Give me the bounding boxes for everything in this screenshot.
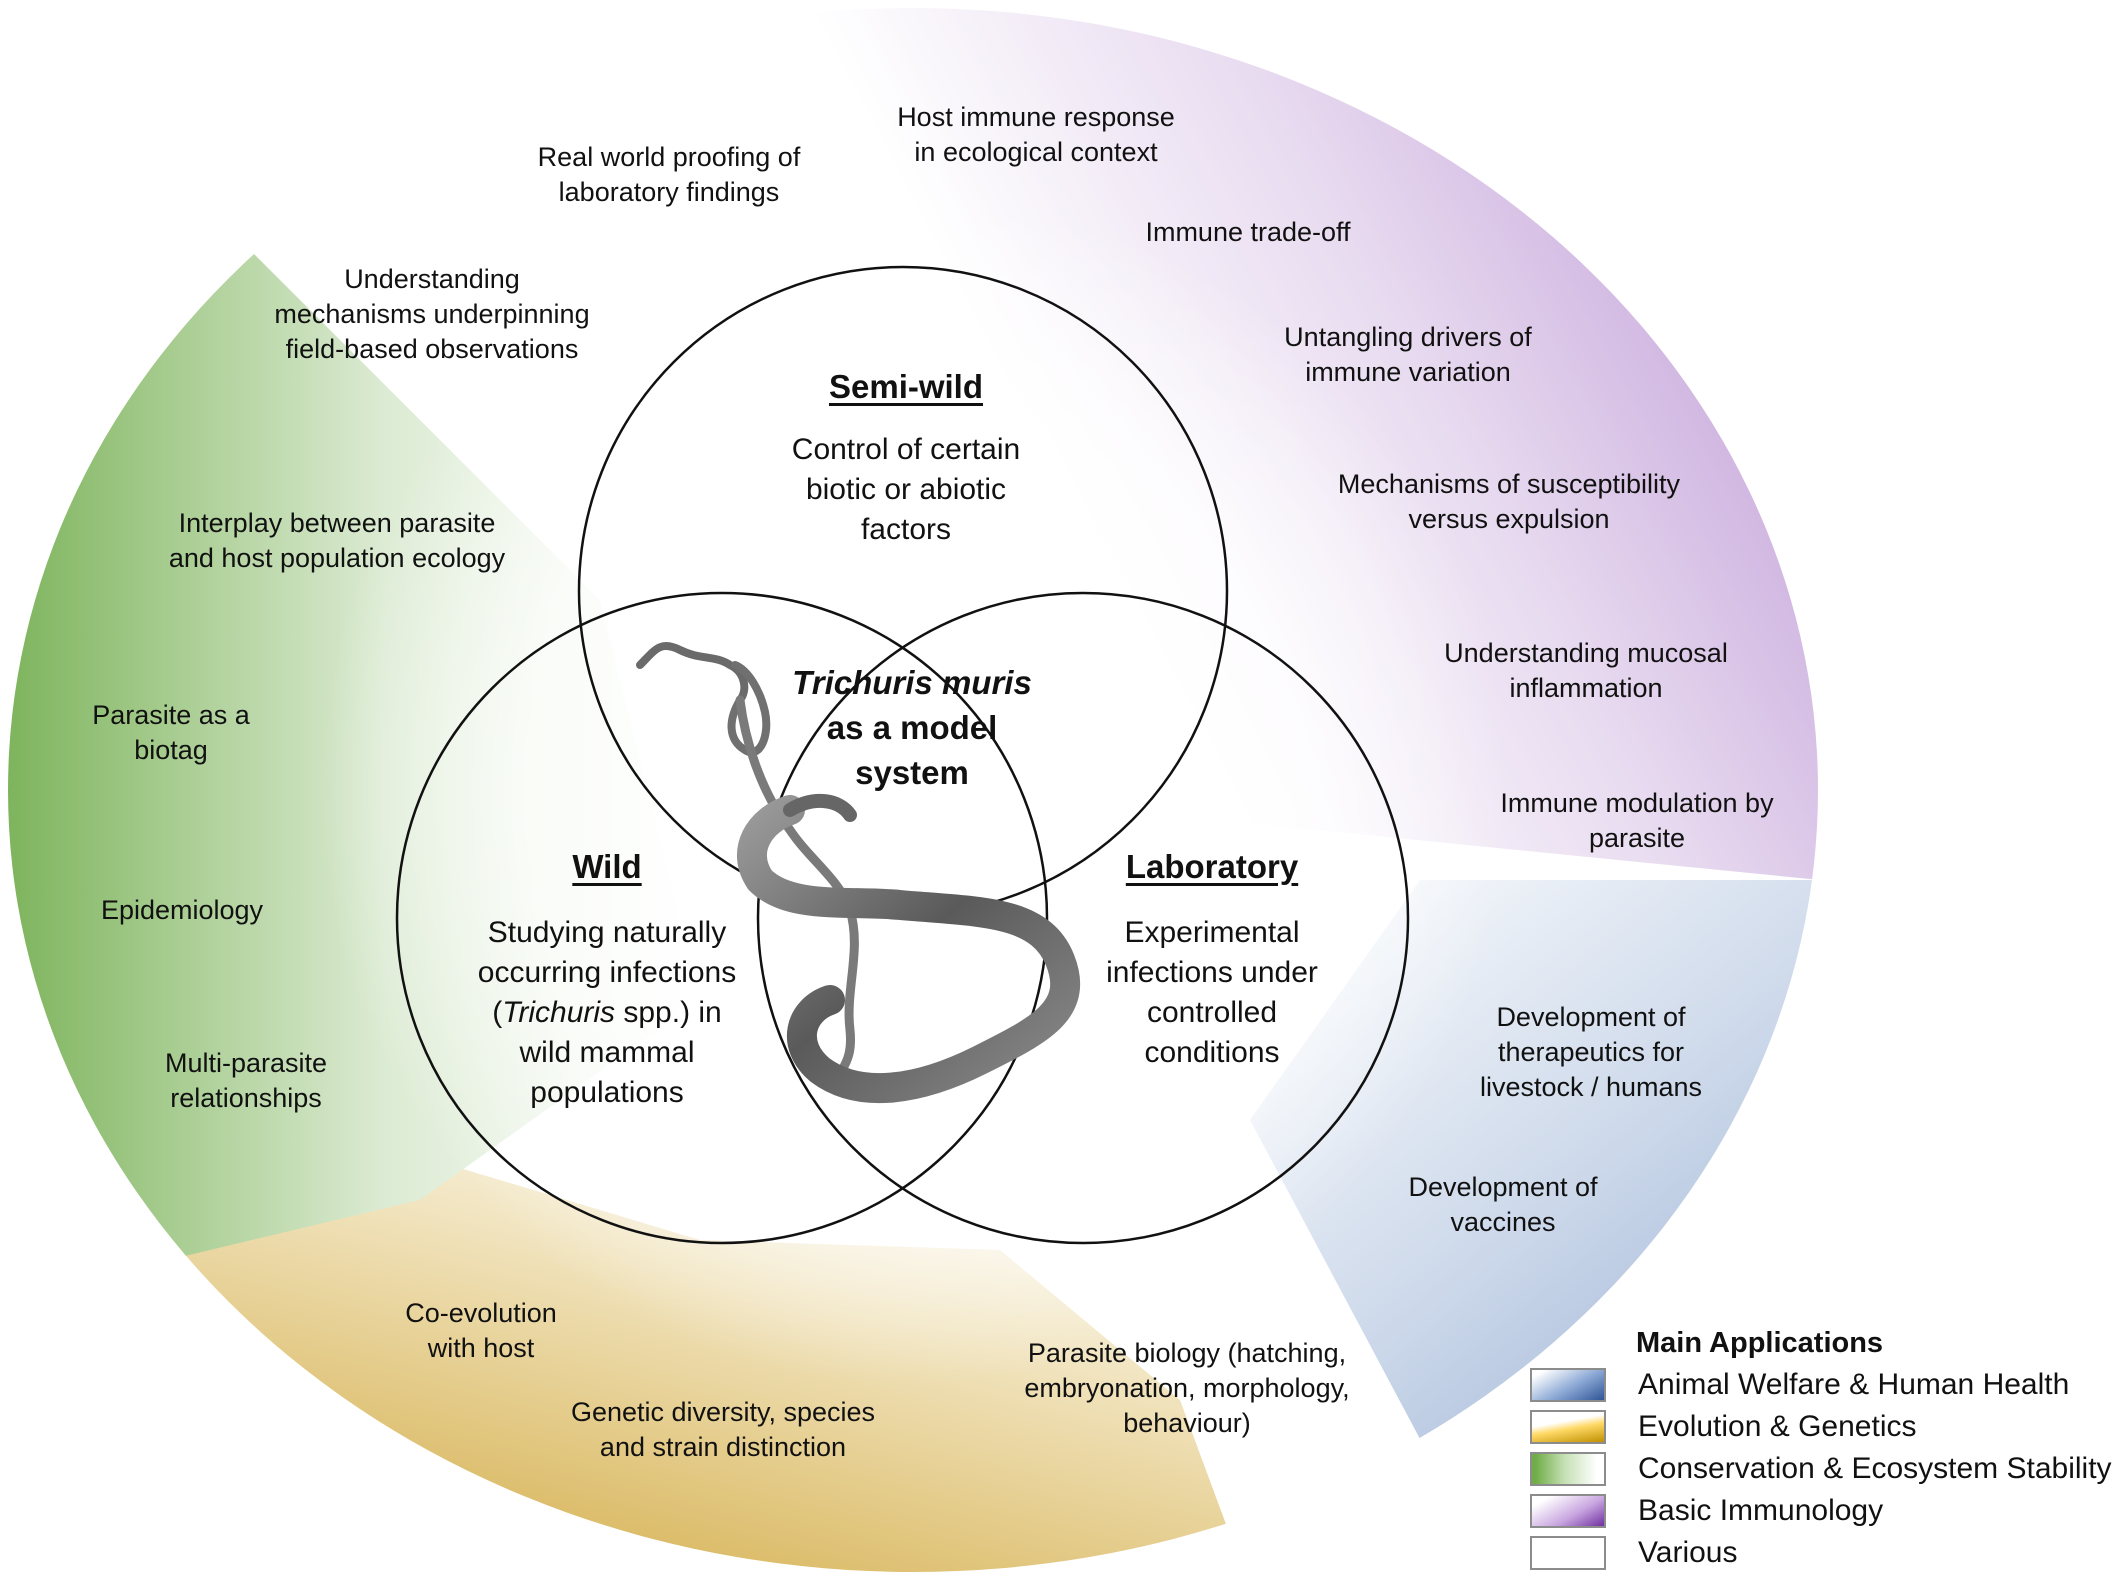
label-line: mechanisms underpinning xyxy=(274,299,590,329)
label-line: field-based observations xyxy=(285,334,579,364)
various-label-parasite-biology: Parasite biology (hatching, embryonation… xyxy=(1024,1336,1349,1441)
species-suffix: spp.) in xyxy=(615,996,722,1029)
label-line: and host population ecology xyxy=(168,543,506,573)
label-line: embryonation, morphology, xyxy=(1024,1373,1350,1403)
legend-item-immunology: Basic Immunology xyxy=(1530,1490,2112,1532)
legend-swatch xyxy=(1530,1452,1606,1486)
label-line: Interplay between parasite xyxy=(178,508,496,538)
label-line: Immune trade-off xyxy=(1145,217,1351,247)
wild-line: occurring infections xyxy=(477,956,737,989)
wild-title: Wild xyxy=(572,848,642,885)
legend-title: Main Applications xyxy=(1636,1327,1884,1359)
immunology-label-mucosal-inflammation: Understanding mucosal inflammation xyxy=(1444,636,1728,706)
label-line: Mechanisms of susceptibility xyxy=(1337,469,1681,499)
legend-swatch xyxy=(1530,1494,1606,1528)
legend-item-health: Animal Welfare & Human Health xyxy=(1530,1364,2112,1406)
semi-wild-line: biotic or abiotic xyxy=(805,473,1007,506)
label-line: Development of xyxy=(1496,1002,1686,1032)
legend-swatch xyxy=(1530,1536,1606,1570)
label-line: in ecological context xyxy=(914,137,1158,167)
label-line: Parasite as a xyxy=(92,700,250,730)
immunology-label-immune-modulation: Immune modulation by parasite xyxy=(1500,786,1773,856)
evolution-label-co-evolution: Co-evolution with host xyxy=(405,1296,557,1366)
health-label-vaccines: Development of vaccines xyxy=(1408,1170,1597,1240)
label-line: Co-evolution xyxy=(405,1298,557,1328)
center-title: Trichuris muris as a model system xyxy=(792,660,1032,795)
paren: ( xyxy=(492,996,503,1029)
label-line: parasite xyxy=(1588,823,1686,853)
label-line: Host immune response xyxy=(897,102,1175,132)
semi-wild-line: factors xyxy=(860,513,952,546)
label-line: laboratory findings xyxy=(558,177,780,207)
worm-illustration-icon xyxy=(636,642,1081,1104)
center-title-line-2: as a model xyxy=(826,709,998,746)
laboratory-description: Experimental infections under controlled… xyxy=(1106,913,1318,1073)
label-line: inflammation xyxy=(1509,673,1663,703)
venn-circle-laboratory xyxy=(756,591,1410,1245)
laboratory-line: conditions xyxy=(1144,1036,1280,1069)
legend-swatch xyxy=(1530,1368,1606,1402)
genus-name: Trichuris xyxy=(502,996,616,1029)
legend-label: Animal Welfare & Human Health xyxy=(1638,1368,2070,1401)
laboratory-line: infections under xyxy=(1106,956,1318,989)
conservation-label-population-ecology: Interplay between parasite and host popu… xyxy=(169,506,505,576)
wild-line: wild mammal xyxy=(519,1036,695,1069)
label-line: relationships xyxy=(170,1083,322,1113)
conservation-label-multi-parasite: Multi-parasite relationships xyxy=(165,1046,327,1116)
health-label-therapeutics: Development of therapeutics for livestoc… xyxy=(1480,1000,1702,1105)
legend-item-various: Various xyxy=(1530,1532,2112,1574)
label-line: Immune modulation by xyxy=(1500,788,1774,818)
label-line: biotag xyxy=(134,735,208,765)
label-line: livestock / humans xyxy=(1479,1072,1703,1102)
label-line: Epidemiology xyxy=(100,895,264,925)
label-line: Parasite biology (hatching, xyxy=(1027,1338,1347,1368)
conservation-label-biotag: Parasite as a biotag xyxy=(92,698,250,768)
species-name: Trichuris muris xyxy=(792,664,1032,701)
legend-label: Basic Immunology xyxy=(1638,1494,1884,1527)
immunology-label-immune-trade-off: Immune trade-off xyxy=(1145,215,1350,250)
semi-wild-title: Semi-wild xyxy=(828,368,984,405)
semi-wild-description: Control of certain biotic or abiotic fac… xyxy=(792,430,1020,550)
label-line: Genetic diversity, species xyxy=(570,1397,876,1427)
label-line: immune variation xyxy=(1305,357,1511,387)
various-label-real-world-proofing: Real world proofing of laboratory findin… xyxy=(538,140,801,210)
evolution-label-genetic-diversity: Genetic diversity, species and strain di… xyxy=(571,1395,875,1465)
wild-description: Studying naturally occurring infections … xyxy=(478,913,736,1113)
label-line: Understanding xyxy=(344,264,520,294)
legend-item-conservation: Conservation & Ecosystem Stability xyxy=(1530,1448,2112,1490)
label-line: with host xyxy=(427,1333,535,1363)
label-line: Understanding mucosal xyxy=(1444,638,1728,668)
immunology-label-host-immune-response: Host immune response in ecological conte… xyxy=(897,100,1175,170)
wild-line-species: (Trichuris spp.) in xyxy=(478,993,736,1033)
legend-swatch xyxy=(1530,1410,1606,1444)
wild-line: populations xyxy=(530,1076,684,1109)
laboratory-line: Experimental xyxy=(1124,916,1300,949)
label-line: Untangling drivers of xyxy=(1284,322,1532,352)
legend: Main Applications Animal Welfare & Human… xyxy=(1530,1322,2112,1574)
label-line: vaccines xyxy=(1450,1207,1556,1237)
immunology-label-susceptibility: Mechanisms of susceptibility versus expu… xyxy=(1338,467,1680,537)
laboratory-line: controlled xyxy=(1146,996,1278,1029)
semi-wild-line: Control of certain xyxy=(791,433,1021,466)
conservation-label-field-mechanisms: Understanding mechanisms underpinning fi… xyxy=(274,262,589,367)
legend-label: Various xyxy=(1638,1536,1738,1569)
legend-label: Evolution & Genetics xyxy=(1638,1410,1917,1443)
label-line: behaviour) xyxy=(1123,1408,1251,1438)
label-line: and strain distinction xyxy=(599,1432,847,1462)
label-line: Multi-parasite xyxy=(164,1048,328,1078)
center-title-line-3: system xyxy=(855,754,969,791)
immunology-label-untangling-drivers: Untangling drivers of immune variation xyxy=(1284,320,1532,390)
legend-item-evolution: Evolution & Genetics xyxy=(1530,1406,2112,1448)
legend-label: Conservation & Ecosystem Stability xyxy=(1638,1452,2112,1485)
label-line: Development of xyxy=(1408,1172,1598,1202)
conservation-label-epidemiology: Epidemiology xyxy=(101,893,263,928)
label-line: versus expulsion xyxy=(1408,504,1610,534)
label-line: therapeutics for xyxy=(1497,1037,1685,1067)
laboratory-title: Laboratory xyxy=(1125,848,1299,885)
label-line: Real world proofing of xyxy=(537,142,801,172)
venn-circle-wild xyxy=(395,591,1049,1245)
wild-line: Studying naturally xyxy=(487,916,727,949)
